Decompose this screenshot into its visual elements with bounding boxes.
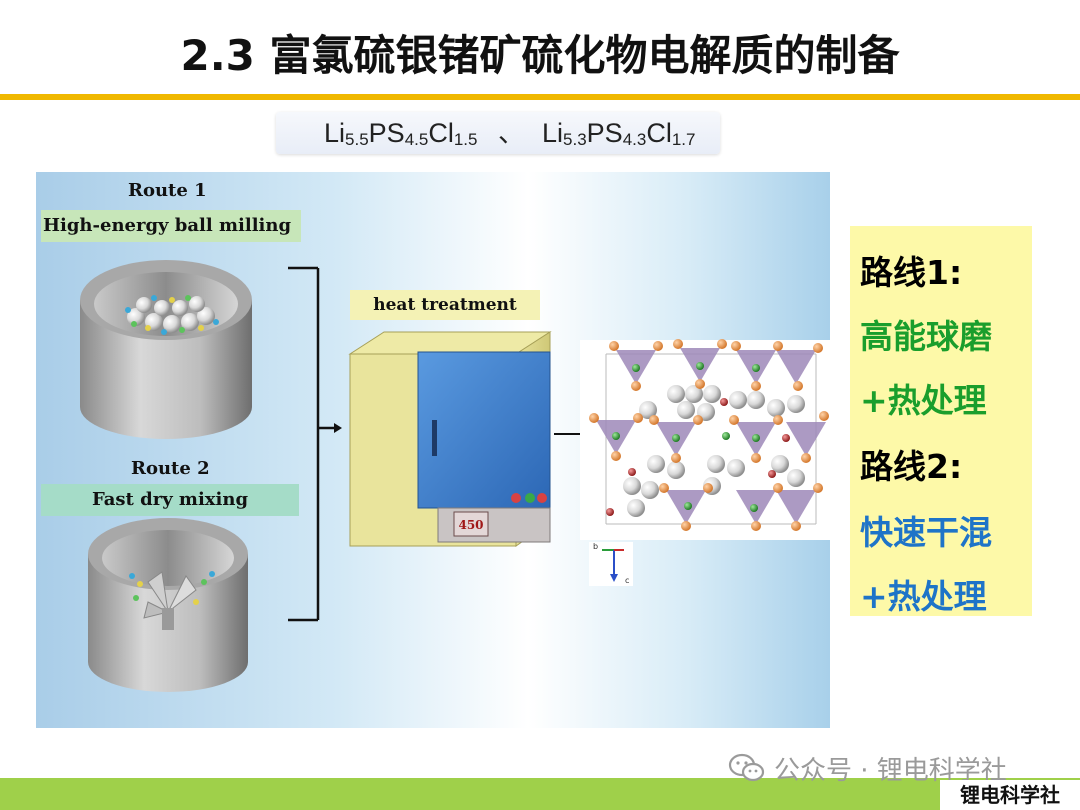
summary-route2-heading: 路线2: <box>860 447 963 486</box>
ps4-tetrahedron <box>776 490 816 524</box>
route2-method-label: Fast dry mixing <box>41 484 299 516</box>
title-underline <box>0 94 1080 100</box>
ps4-tetrahedron <box>776 350 816 384</box>
route1-title: Route 1 <box>128 180 207 201</box>
summary-route1-step1: 高能球磨 <box>860 317 992 356</box>
formula-banner: Li5.5PS4.5Cl1.5 、 Li5.3PS4.3Cl1.7 <box>276 112 720 154</box>
merge-bracket <box>288 266 334 622</box>
route1-method-label: High-energy ball milling <box>41 210 301 242</box>
wechat-icon <box>728 753 765 782</box>
ge-atoms <box>606 398 790 516</box>
crystal-structure <box>580 339 830 540</box>
crystal-axes <box>589 542 633 586</box>
footer-bar <box>0 778 1080 810</box>
formula-1: Li5.5PS4.5Cl1.5 <box>324 118 478 149</box>
cl-atoms <box>612 362 760 512</box>
formula-separator: 、 <box>498 118 525 148</box>
s-atoms <box>589 339 829 531</box>
li-atoms <box>623 385 805 517</box>
heat-treatment-label: heat treatment <box>350 290 540 320</box>
formula-2: Li5.3PS4.3Cl1.7 <box>542 118 696 149</box>
furnace-temperature-display: 450 <box>458 518 483 532</box>
ball-mill-jar <box>80 260 252 439</box>
axis-b-label: b <box>593 542 599 551</box>
route2-title: Route 2 <box>131 458 210 479</box>
footer-brand: 锂电科学社 <box>940 780 1080 810</box>
furnace <box>348 331 552 547</box>
summary-route2-step2: +热处理 <box>860 577 987 616</box>
synthesis-diagram: 450 <box>80 260 830 692</box>
synthesis-figure: 450 <box>36 172 830 728</box>
summary-route1-step2: +热处理 <box>860 381 987 420</box>
summary-route1-heading: 路线1: <box>860 253 963 292</box>
routes-summary-box: 路线1: 高能球磨 +热处理 路线2: 快速干混 +热处理 <box>850 226 1032 616</box>
axis-c-label: c <box>625 576 630 585</box>
mixing-blade <box>143 571 197 630</box>
summary-route2-step1: 快速干混 <box>860 513 992 552</box>
slide-title: 2.3 富氯硫银锗矿硫化物电解质的制备 <box>180 31 900 80</box>
ps4-tetrahedron <box>786 422 826 456</box>
arrow-to-furnace <box>334 423 342 433</box>
dry-mix-jar <box>88 518 248 692</box>
milling-balls <box>125 295 219 335</box>
